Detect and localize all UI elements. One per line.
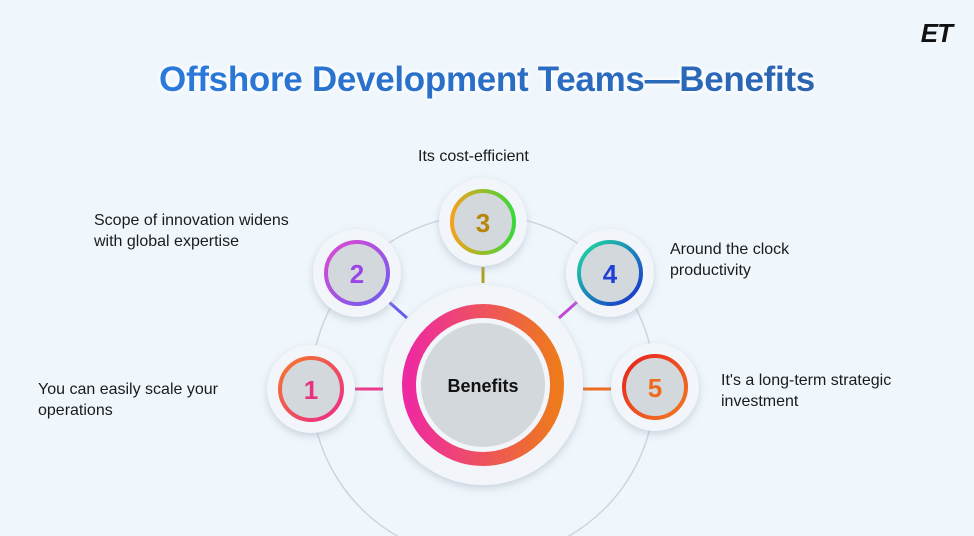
number-4: 4 bbox=[603, 259, 618, 289]
label-line: Around the clock bbox=[670, 241, 790, 258]
number-1: 1 bbox=[304, 375, 318, 405]
label-line: You can easily scale your bbox=[38, 381, 218, 398]
benefit-label-5: It's a long-term strategic investment bbox=[721, 370, 891, 412]
benefit-node-3: 3 bbox=[439, 178, 527, 266]
label-line: with global expertise bbox=[94, 233, 239, 250]
number-5: 5 bbox=[648, 373, 662, 403]
connector-4 bbox=[558, 300, 578, 320]
center-node: Benefits bbox=[383, 285, 583, 485]
benefit-label-1: You can easily scale your operations bbox=[38, 379, 218, 421]
benefit-node-4: 4 bbox=[566, 229, 654, 317]
label-line: operations bbox=[38, 402, 113, 419]
benefit-label-3: Its cost-efficient bbox=[418, 146, 529, 167]
center-label: Benefits bbox=[447, 376, 518, 396]
label-line: Its cost-efficient bbox=[418, 148, 529, 165]
label-line: investment bbox=[721, 393, 799, 410]
benefit-node-5: 5 bbox=[611, 343, 699, 431]
benefit-label-2: Scope of innovation widens with global ex… bbox=[94, 210, 289, 252]
number-2: 2 bbox=[350, 259, 364, 289]
label-line: It's a long-term strategic bbox=[721, 372, 892, 389]
benefit-node-1: 1 bbox=[267, 345, 355, 433]
label-line: Scope of innovation widens bbox=[94, 212, 289, 229]
label-line: productivity bbox=[670, 262, 751, 279]
benefit-node-2: 2 bbox=[313, 229, 401, 317]
et-logo: ET bbox=[920, 18, 953, 48]
page-title: Offshore Development Teams—Benefits bbox=[0, 60, 974, 100]
connector-2 bbox=[388, 300, 408, 320]
number-3: 3 bbox=[476, 208, 490, 238]
benefit-label-4: Around the clock productivity bbox=[670, 239, 789, 281]
